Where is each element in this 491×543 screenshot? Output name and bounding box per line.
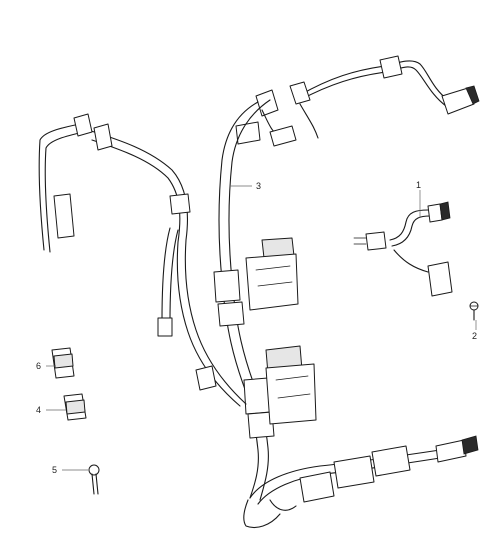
clip-part-4 [63, 393, 87, 421]
relay-block-lower [265, 363, 317, 425]
trunk-sleeve-middle [243, 377, 271, 415]
callout-6: 6 [36, 361, 41, 371]
bottom-connector-group [333, 455, 375, 489]
relay-block-upper [245, 253, 299, 311]
bottom-right-connector [435, 439, 467, 463]
left-stub-connector [157, 317, 173, 337]
callout-3: 3 [256, 181, 261, 191]
trunk-sleeve-upper [213, 269, 241, 303]
sub-harness-part-1 [353, 201, 453, 297]
leader-lines [46, 185, 477, 471]
callout-1: 1 [416, 180, 421, 190]
top-sleeve [379, 55, 403, 79]
screw-part-2 [469, 301, 479, 321]
cable-tie-part-5 [88, 464, 100, 495]
clip-part-6 [51, 347, 75, 379]
callout-5: 5 [52, 465, 57, 475]
callout-labels: 1 2 3 4 5 6 [36, 180, 477, 475]
left-hook-sleeve [53, 193, 75, 239]
sub-harness-connector [427, 261, 453, 297]
callout-2: 2 [472, 331, 477, 341]
main-wiring-harness [38, 55, 480, 529]
top-right-connector [441, 87, 475, 115]
callout-4: 4 [36, 405, 41, 415]
